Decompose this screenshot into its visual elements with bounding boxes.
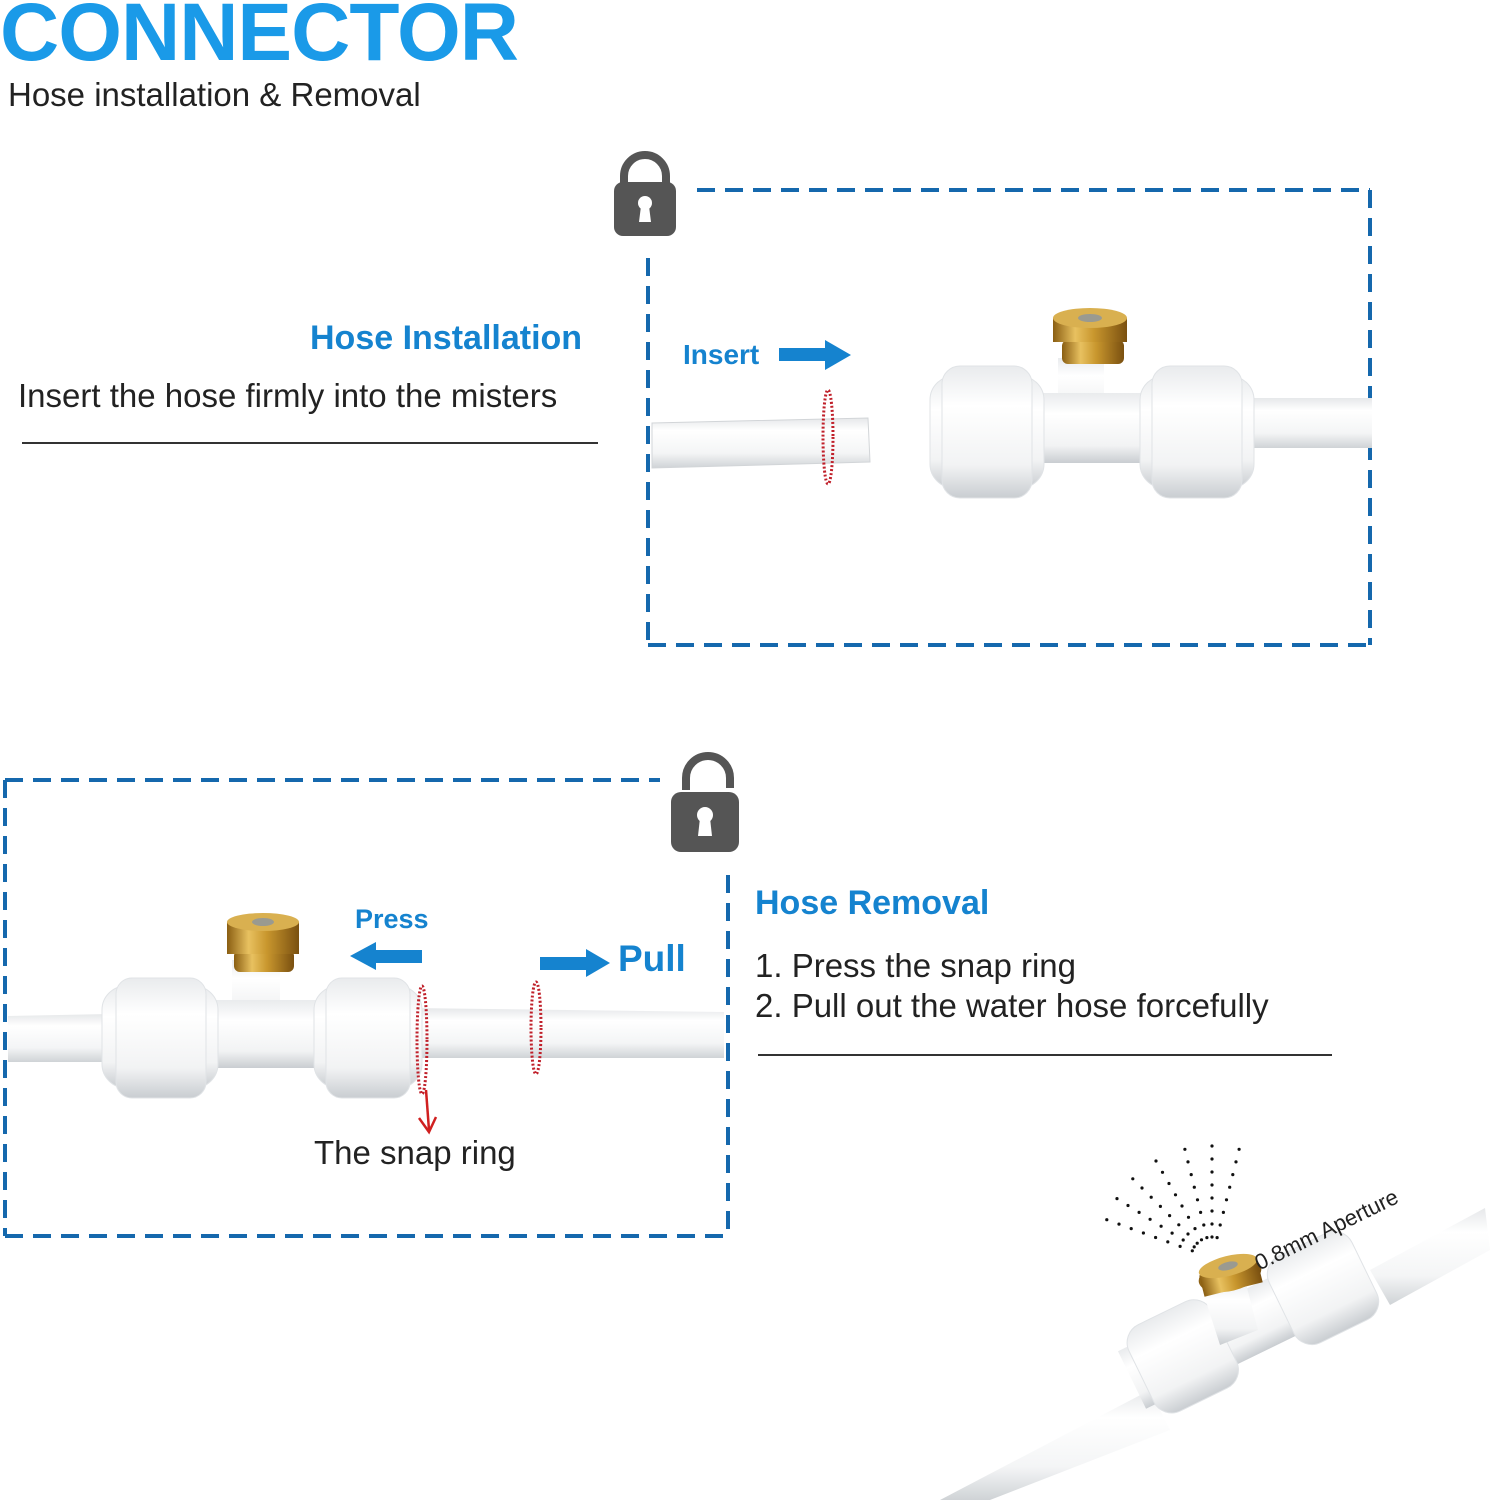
mist-dot	[1149, 1195, 1153, 1199]
tee-connector-angled	[940, 1208, 1490, 1500]
mist-dot	[1237, 1147, 1241, 1151]
mist-dot	[1105, 1218, 1109, 1222]
lock-closed-icon	[614, 151, 676, 236]
mist-dot	[1199, 1238, 1204, 1242]
mist-dot	[1218, 1223, 1222, 1227]
mist-dot	[1159, 1224, 1163, 1228]
page-subtitle: Hose installation & Removal	[8, 76, 421, 113]
snap-ring-marker	[821, 388, 835, 486]
mist-dot	[1228, 1185, 1232, 1189]
mist-dot	[1177, 1223, 1181, 1227]
snap-ring-pointer-icon	[417, 1089, 438, 1135]
page-title: CONNECTOR	[0, 0, 519, 78]
mist-dot	[1221, 1210, 1225, 1214]
mist-dot	[1167, 1181, 1171, 1186]
aperture-label: 0.8mm Aperture	[1250, 1184, 1403, 1276]
mist-dot	[1210, 1222, 1214, 1226]
mist-dot	[1181, 1238, 1185, 1242]
hose-loose	[651, 417, 871, 469]
mist-dot	[1166, 1240, 1170, 1244]
installation-frame	[646, 188, 1372, 647]
mist-dot	[1183, 1147, 1187, 1151]
mist-dot	[1231, 1173, 1235, 1177]
mist-dot	[1210, 1170, 1214, 1174]
mist-dot	[1170, 1231, 1174, 1235]
mist-dot	[1186, 1232, 1190, 1236]
installation-title: Hose Installation	[310, 319, 583, 357]
mist-dot	[1215, 1236, 1219, 1240]
pull-ring-marker	[529, 980, 543, 1076]
mist-dot	[1192, 1185, 1196, 1189]
mist-dot	[1186, 1160, 1190, 1164]
mist-dot	[1158, 1204, 1162, 1208]
removal-divider	[758, 1054, 1332, 1056]
mist-dot	[1154, 1235, 1158, 1240]
snap-ring-label: The snap ring	[314, 1134, 516, 1171]
installation-divider	[22, 442, 598, 444]
mist-dot	[1210, 1144, 1214, 1148]
mist-dot	[1131, 1177, 1135, 1181]
mist-dot	[1126, 1203, 1130, 1208]
mist-dot	[1195, 1241, 1199, 1245]
tee-connector-removal	[8, 913, 724, 1099]
mist-dot	[1210, 1209, 1214, 1213]
mist-dot	[1137, 1210, 1141, 1214]
removal-step-2: 2. Pull out the water hose forcefully	[755, 987, 1269, 1024]
mist-dot	[1115, 1197, 1119, 1201]
mist-dot	[1210, 1183, 1214, 1187]
tee-connector-installation	[929, 308, 1372, 499]
lock-open-icon	[671, 752, 739, 852]
mist-dot	[1129, 1227, 1133, 1231]
mist-dot	[1199, 1210, 1203, 1214]
mist-dot	[1140, 1186, 1144, 1190]
snap-ring-marker	[415, 984, 429, 1096]
mist-dot	[1154, 1159, 1158, 1163]
mist-dot	[1234, 1160, 1238, 1164]
removal-step-1: 1. Press the snap ring	[755, 947, 1077, 984]
mist-dot	[1202, 1223, 1206, 1227]
mist-dot	[1205, 1236, 1209, 1240]
mist-dot	[1195, 1198, 1200, 1202]
mist-dot	[1173, 1193, 1178, 1197]
mist-dot	[1210, 1157, 1214, 1161]
mist-dot	[1192, 1245, 1196, 1249]
mist-dot	[1189, 1173, 1193, 1177]
mist-dot	[1160, 1170, 1165, 1174]
pull-label: Pull	[618, 938, 686, 979]
mist-dot	[1117, 1222, 1121, 1226]
mist-spray-icon	[1105, 1144, 1241, 1253]
press-label: Press	[355, 904, 429, 934]
mist-dot	[1210, 1196, 1214, 1200]
removal-title: Hose Removal	[755, 884, 990, 922]
press-arrow-icon	[350, 942, 422, 970]
installation-description: Insert the hose firmly into the misters	[18, 377, 558, 414]
mist-dot	[1224, 1198, 1229, 1202]
pull-arrow-icon	[540, 949, 610, 977]
mist-dot	[1148, 1217, 1152, 1221]
insert-arrow-icon	[779, 340, 851, 370]
mist-dot	[1190, 1249, 1194, 1253]
mist-dot	[1178, 1244, 1182, 1248]
insert-label: Insert	[683, 339, 760, 370]
mist-dot	[1168, 1214, 1172, 1218]
mist-dot	[1210, 1235, 1214, 1239]
mist-dot	[1180, 1204, 1184, 1208]
mist-dot	[1141, 1231, 1145, 1235]
mist-dot	[1193, 1227, 1197, 1231]
mist-dot	[1186, 1215, 1191, 1219]
